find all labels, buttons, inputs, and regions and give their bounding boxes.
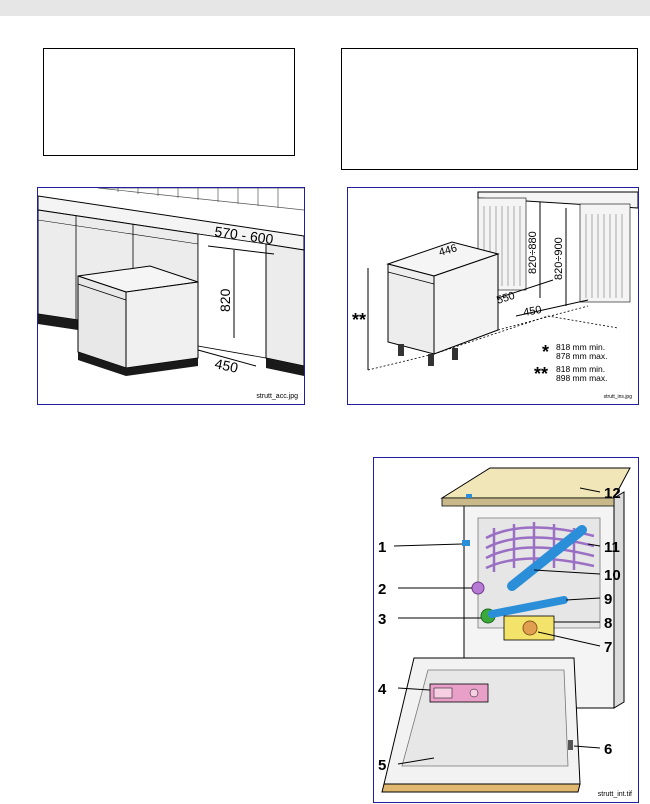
caption-accessory: strutt_acc.jpg xyxy=(256,393,298,400)
label-1: 1 xyxy=(378,539,386,556)
star-double-left: ** xyxy=(352,310,366,330)
upper-spray-arm xyxy=(507,525,587,591)
lower-spray-arm xyxy=(488,596,568,618)
wall-tiles xyxy=(97,188,304,211)
dim-gap-label: 450 xyxy=(522,304,542,319)
label-2: 2 xyxy=(378,581,386,598)
hinge xyxy=(568,740,573,750)
caption-installation: strutt_ins.jpg xyxy=(603,394,632,400)
callout-lines xyxy=(393,487,601,765)
countertop xyxy=(38,195,304,251)
label-5: 5 xyxy=(378,757,386,774)
adjustable-feet xyxy=(398,344,458,366)
dishwasher-side xyxy=(125,281,199,369)
dishwasher-front xyxy=(77,275,127,369)
door-edge xyxy=(381,783,581,793)
legend-double-min: 818 mm min. xyxy=(556,364,605,374)
label-3: 3 xyxy=(378,611,386,628)
legend-single-min: 818 mm min. xyxy=(556,342,605,352)
caption-interior: strutt_int.tif xyxy=(597,791,632,798)
label-4: 4 xyxy=(378,681,387,698)
legend-double-max: 898 mm max. xyxy=(556,373,608,383)
label-10: 10 xyxy=(604,567,621,584)
text-box-left xyxy=(43,48,295,156)
label-12: 12 xyxy=(604,485,621,502)
appliance-front xyxy=(387,263,435,355)
dim-depth-label-install: 550 xyxy=(495,290,516,307)
label-9: 9 xyxy=(604,591,612,608)
installation-illustration: 446 550 450 820÷880 820÷900 ** * 818 mm … xyxy=(352,191,638,384)
legend-star-single: * xyxy=(542,342,549,362)
figure-interior-parts: 1 2 3 4 5 6 7 8 9 10 11 12 strutt_int.ti… xyxy=(373,457,639,803)
filter-cup xyxy=(522,620,538,636)
dimension-lines xyxy=(197,245,275,367)
top-bar xyxy=(0,0,650,16)
legend-single-max: 878 mm max. xyxy=(556,351,608,361)
legend-star-double: ** xyxy=(534,364,548,384)
dim-top-label: 446 xyxy=(438,242,459,259)
worktop xyxy=(440,467,631,499)
dim-height-label: 820 xyxy=(217,288,233,312)
dim-h2-label: 820÷900 xyxy=(553,237,565,280)
dim-depth-label: 450 xyxy=(213,355,239,376)
salt-container-cap xyxy=(471,581,485,595)
interior-illustration: 1 2 3 4 5 6 7 8 9 10 11 12 xyxy=(378,467,631,793)
label-11: 11 xyxy=(604,539,620,556)
niche-illustration: 570 - 600 820 450 xyxy=(38,188,304,376)
figure-installation-dimensions: 446 550 450 820÷880 820÷900 ** * 818 mm … xyxy=(347,187,639,405)
figure-niche-dimensions: 570 - 600 820 450 strutt_acc.jpg xyxy=(37,187,305,405)
label-8: 8 xyxy=(604,615,612,632)
label-7: 7 xyxy=(604,639,612,656)
text-box-right xyxy=(341,48,638,170)
dim-h1-label: 820÷880 xyxy=(527,231,539,274)
label-6: 6 xyxy=(604,741,612,758)
vent-cleaner xyxy=(462,540,470,546)
